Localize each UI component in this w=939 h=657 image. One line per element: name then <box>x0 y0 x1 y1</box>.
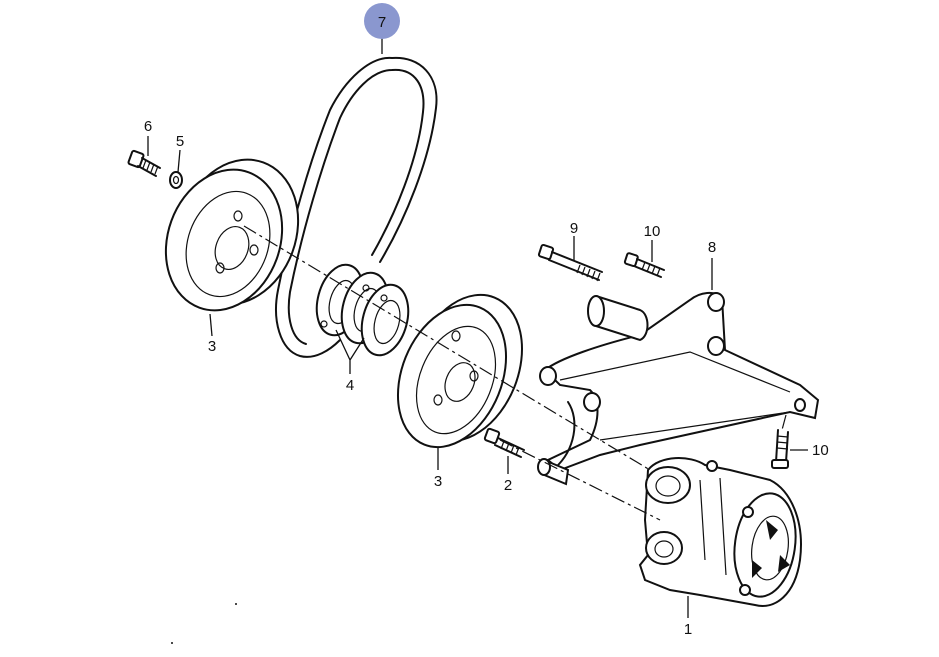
v-belt[interactable] <box>275 56 438 358</box>
leader-lines <box>147 36 808 618</box>
label-9: 9 <box>570 220 578 237</box>
bolt-10-lower[interactable] <box>771 429 789 469</box>
bracket-8[interactable] <box>539 292 820 472</box>
power-steering-pump[interactable] <box>638 457 802 607</box>
speck <box>235 603 237 605</box>
bolt-9[interactable] <box>537 243 603 282</box>
label-8: 8 <box>708 239 716 256</box>
axis-lines <box>243 225 787 521</box>
pulley-right[interactable] <box>378 278 543 463</box>
spacer-plates[interactable] <box>309 260 415 361</box>
pulley-left[interactable] <box>147 143 318 327</box>
label-7: 7 <box>378 14 386 31</box>
bolt-10-upper[interactable] <box>623 252 665 278</box>
label-5: 5 <box>176 133 184 150</box>
label-3-right: 3 <box>434 473 442 490</box>
bolt-2[interactable] <box>483 427 525 458</box>
label-6: 6 <box>144 118 152 135</box>
sleeve[interactable] <box>537 458 570 486</box>
label-3-left: 3 <box>208 338 216 355</box>
washer-5[interactable] <box>169 171 183 189</box>
label-4: 4 <box>346 377 354 394</box>
label-10-lower: 10 <box>812 442 829 459</box>
bolt-6[interactable] <box>127 149 161 177</box>
label-10-upper: 10 <box>644 223 661 240</box>
speck <box>171 642 173 644</box>
highlight-callout-7[interactable]: 7 <box>364 3 400 39</box>
label-2: 2 <box>504 477 512 494</box>
label-1: 1 <box>684 621 692 638</box>
